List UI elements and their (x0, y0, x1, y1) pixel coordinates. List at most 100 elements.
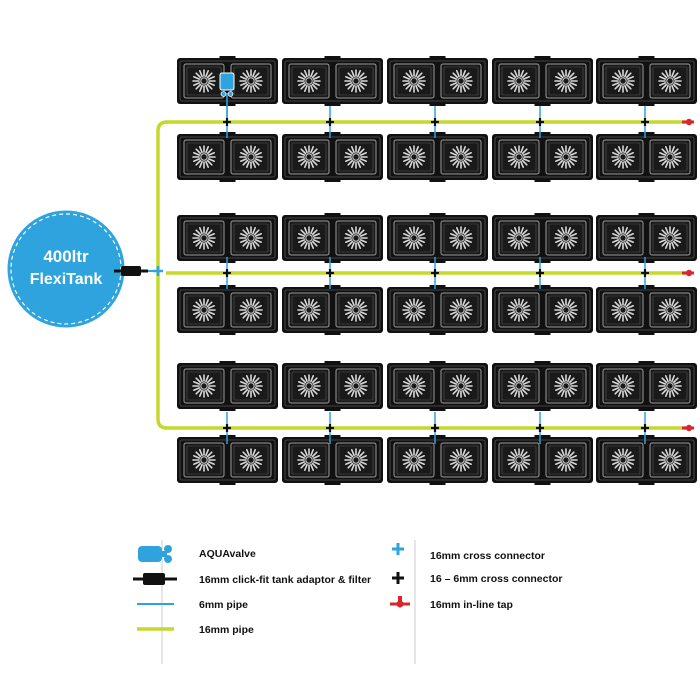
plant-pot (183, 442, 225, 478)
grow-tray (596, 213, 697, 263)
plant-pot (288, 220, 330, 256)
legend: AQUAvalve 16mm click-fit tank adaptor & … (133, 540, 562, 664)
tank-label-capacity: 400ltr (43, 247, 89, 266)
legend-aquavalve-label: AQUAvalve (199, 548, 256, 560)
reducer-cross-icon (536, 269, 544, 277)
plant-pot (440, 139, 482, 175)
plant-pot (440, 368, 482, 404)
plant-pot (498, 220, 540, 256)
plant-pot (498, 63, 540, 99)
tap-icon (682, 424, 694, 432)
plant-pot (393, 368, 435, 404)
grow-tray (387, 56, 488, 106)
reducer-cross-icon (223, 118, 231, 126)
grow-tray (492, 285, 593, 335)
reducer-cross-icon (536, 424, 544, 432)
plant-pot (288, 368, 330, 404)
plant-pot (393, 442, 435, 478)
pipe-network (148, 106, 694, 444)
plant-pot (545, 220, 587, 256)
grow-tray (282, 285, 383, 335)
plant-pot (393, 292, 435, 328)
reducer-cross-icon (431, 118, 439, 126)
grow-tray (282, 132, 383, 182)
plant-pot (335, 220, 377, 256)
reducer-cross-icon (223, 269, 231, 277)
legend-reducer-cross-label: 16 – 6mm cross connector (430, 573, 562, 585)
plant-pot (498, 139, 540, 175)
legend-tap-label: 16mm in-line tap (430, 599, 513, 611)
tank-label-name: FlexiTank (30, 271, 103, 288)
plant-pot (288, 63, 330, 99)
reducer-cross-icon (223, 424, 231, 432)
reducer-cross-icon (326, 269, 334, 277)
plant-pot (440, 292, 482, 328)
grow-tray (492, 361, 593, 411)
plant-pot (230, 139, 272, 175)
plant-pot (230, 368, 272, 404)
grow-tray (177, 213, 278, 263)
plant-pot (498, 292, 540, 328)
plant-pot (183, 368, 225, 404)
reducer-cross-icon (326, 118, 334, 126)
cross-connector-icon (153, 266, 163, 276)
grow-tray (177, 285, 278, 335)
plant-pot (335, 63, 377, 99)
plant-pot (602, 220, 644, 256)
legend-adaptor-icon (133, 573, 177, 585)
grow-tray (177, 361, 278, 411)
plant-pot (545, 442, 587, 478)
reducer-cross-icon (641, 269, 649, 277)
plant-pot (440, 220, 482, 256)
reducer-cross-icon (536, 118, 544, 126)
plant-pot (393, 63, 435, 99)
reducer-cross-icon (641, 118, 649, 126)
plant-pot (288, 139, 330, 175)
grow-tray (387, 285, 488, 335)
plant-pot (393, 139, 435, 175)
plant-pot (335, 442, 377, 478)
reducer-cross-icon (641, 424, 649, 432)
legend-cross-connector-label: 16mm cross connector (430, 550, 545, 562)
plant-pot (649, 139, 691, 175)
plant-pot (230, 442, 272, 478)
plant-pot (649, 368, 691, 404)
plant-pot (183, 63, 225, 99)
aquavalve-icon (219, 72, 235, 118)
plant-pot (545, 292, 587, 328)
plant-pot (545, 368, 587, 404)
legend-cross-connector-icon (392, 543, 404, 555)
grow-tray (596, 132, 697, 182)
grow-tray (596, 435, 697, 485)
plant-pot (440, 442, 482, 478)
grow-tray (177, 435, 278, 485)
plant-pot (335, 292, 377, 328)
plant-pot (545, 63, 587, 99)
plant-pot (602, 442, 644, 478)
legend-aquavalve-icon (138, 545, 172, 563)
tray-grid (177, 56, 697, 485)
plant-pot (288, 292, 330, 328)
grow-tray (492, 132, 593, 182)
plant-pot (440, 63, 482, 99)
grow-tray (282, 56, 383, 106)
grow-tray (282, 435, 383, 485)
tap-icon (682, 269, 694, 277)
flexitank: 400ltr FlexiTank (0, 203, 132, 335)
pipe-16mm-manifold (156, 120, 168, 430)
tap-icon (682, 118, 694, 126)
plant-pot (335, 368, 377, 404)
grow-tray (282, 213, 383, 263)
legend-adaptor-label: 16mm click-fit tank adaptor & filter (199, 574, 371, 586)
plant-pot (183, 220, 225, 256)
legend-pipe-16mm-label: 16mm pipe (199, 624, 254, 636)
grow-tray (387, 213, 488, 263)
legend-tap-icon (390, 596, 410, 608)
plant-pot (649, 63, 691, 99)
grow-tray (387, 435, 488, 485)
plant-pot (602, 139, 644, 175)
plant-pot (393, 220, 435, 256)
grow-tray (492, 56, 593, 106)
plant-pot (602, 292, 644, 328)
